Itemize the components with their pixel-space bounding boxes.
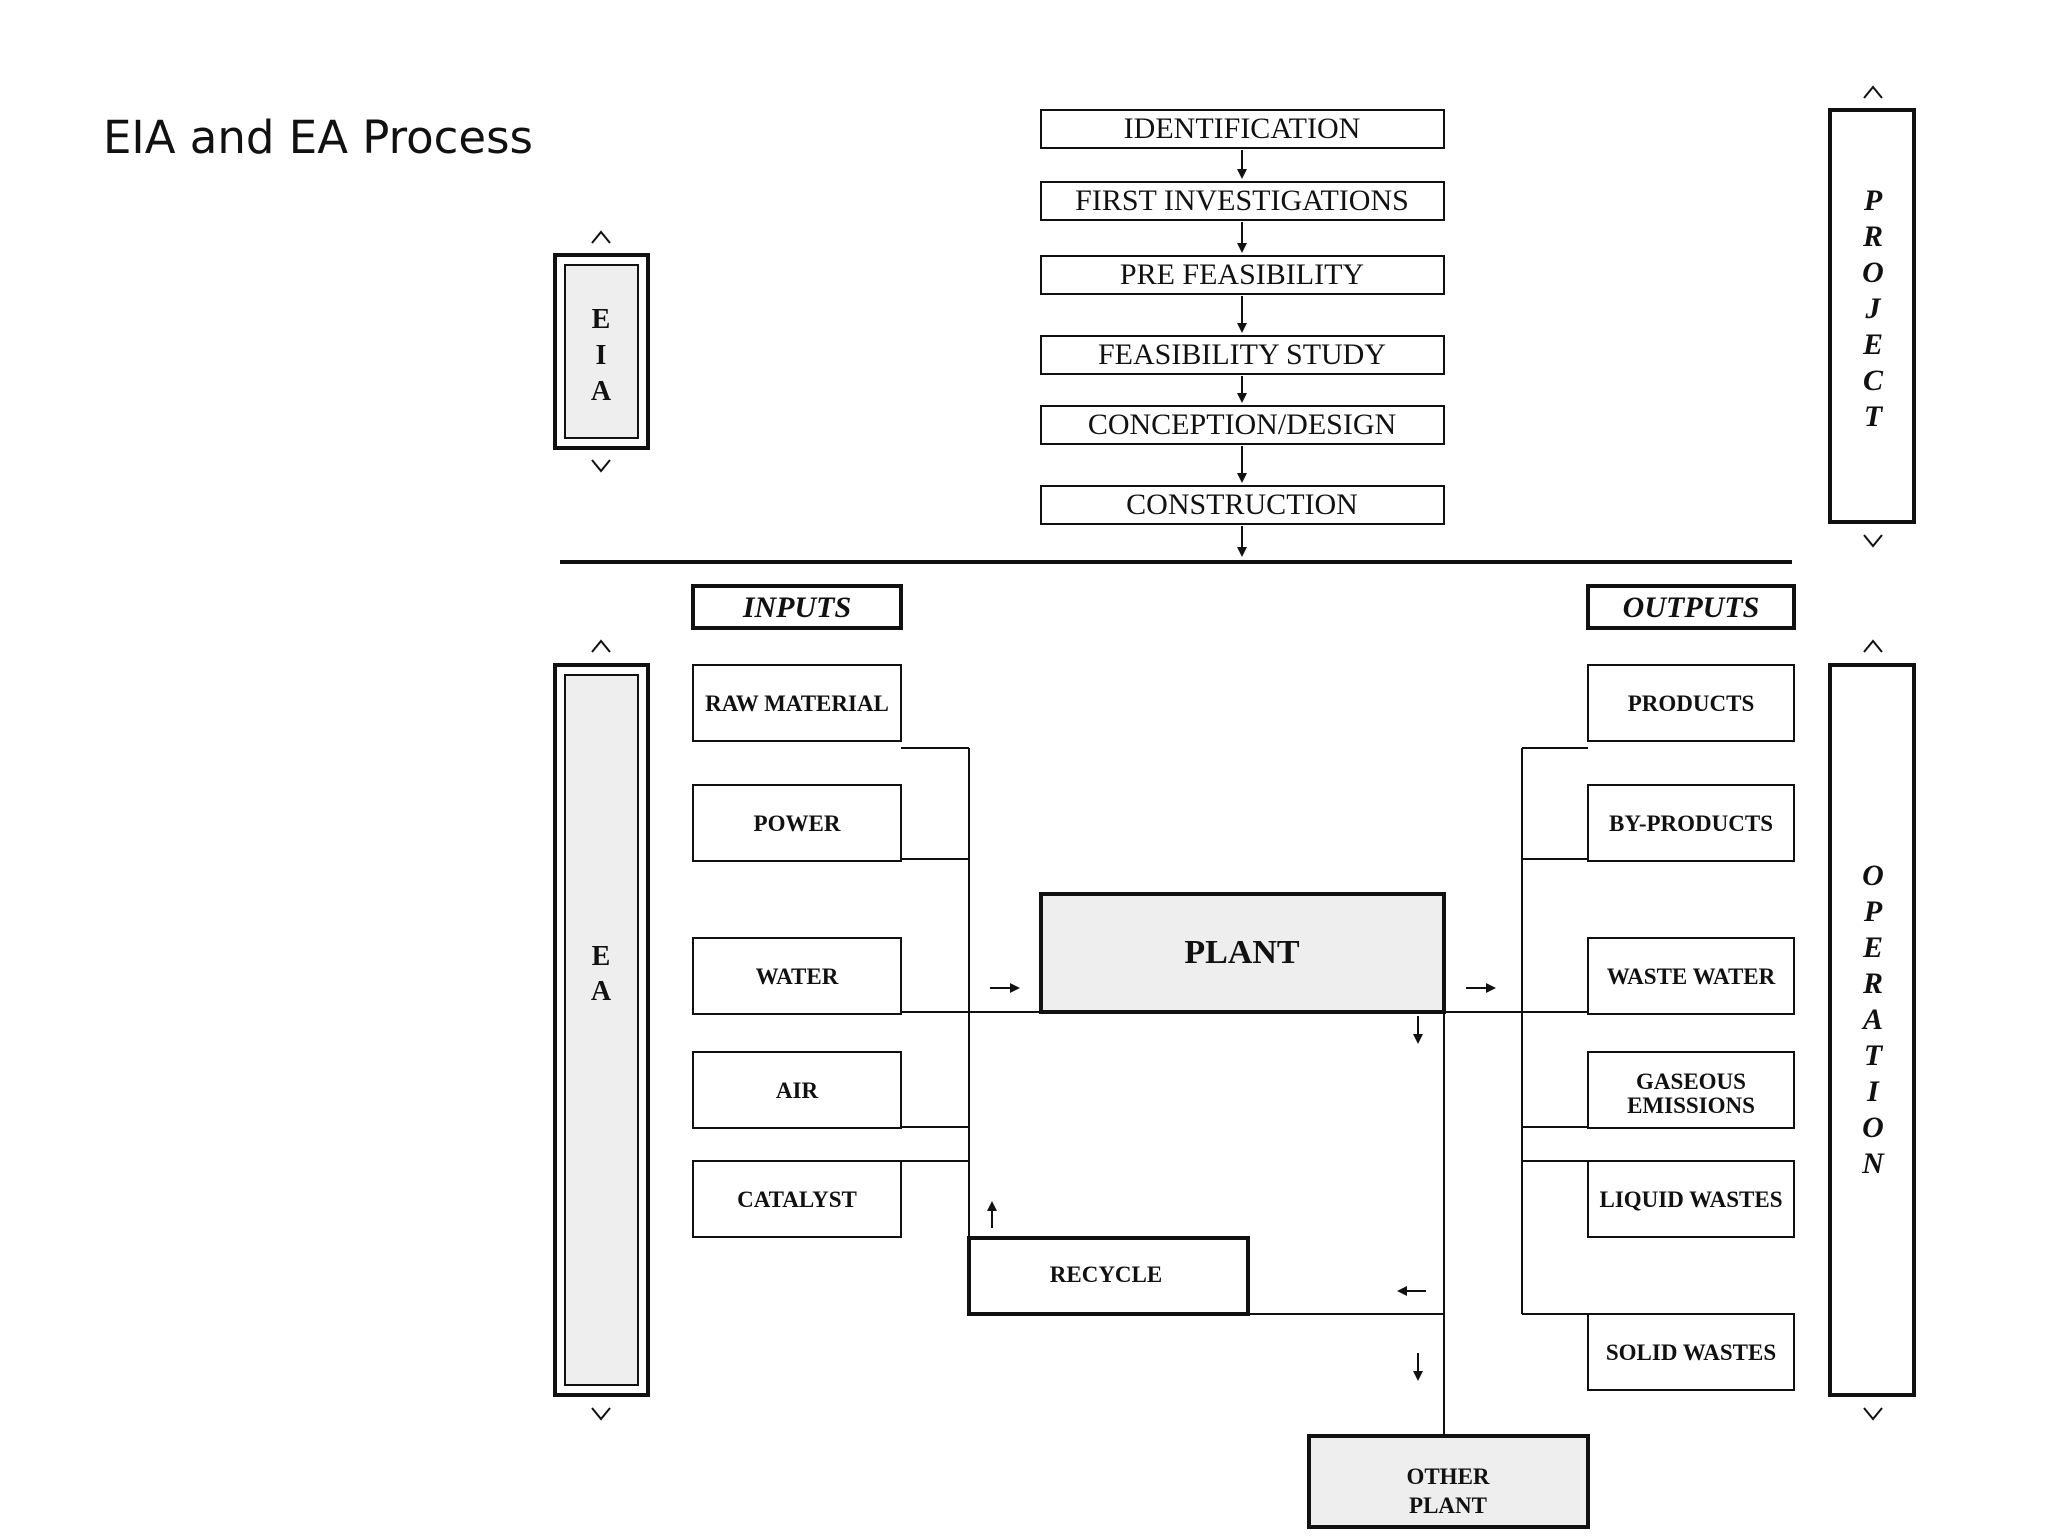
output-box	[1587, 1051, 1795, 1129]
input-box	[692, 664, 902, 742]
vertical-letter: T	[1864, 400, 1884, 433]
recycle-box: RECYCLE	[967, 1236, 1250, 1316]
project-stages: IDENTIFICATION FIRST INVESTIGATIONS PRE FE…	[1040, 109, 1445, 557]
other-plant-label-line1: OTHER	[1406, 1464, 1489, 1489]
output-box	[1587, 1160, 1795, 1238]
caret-down-icon	[591, 459, 611, 473]
input-boxes: RAW MATERIAL POWER WATER AIR CATALYST	[692, 664, 902, 1238]
input-label: AIR	[776, 1078, 819, 1103]
flow-arrows	[987, 983, 1496, 1381]
output-label: SOLID WASTES	[1606, 1340, 1776, 1365]
vertical-letter: J	[1865, 292, 1882, 325]
output-box	[1587, 784, 1795, 862]
caret-up-icon	[1863, 639, 1883, 653]
output-boxes: PRODUCTS BY-PRODUCTS WASTE WATER GASEOUSEMI…	[1587, 664, 1795, 1391]
stage-box	[1040, 255, 1445, 295]
outputs-header-label: OUTPUTS	[1623, 591, 1760, 624]
output-label: LIQUID WASTES	[1599, 1187, 1782, 1212]
vertical-letter: P	[1863, 184, 1883, 217]
outputs-header: OUTPUTS	[1586, 584, 1796, 630]
stage-label: CONCEPTION/DESIGN	[1088, 408, 1396, 441]
vertical-letter: O	[1862, 256, 1884, 289]
caret-down-icon	[1863, 1407, 1883, 1421]
recycle-label: RECYCLE	[1050, 1262, 1162, 1287]
eia-side-bar: EIA	[553, 230, 650, 473]
caret-up-icon	[1863, 85, 1883, 99]
plant-label: PLANT	[1184, 934, 1300, 971]
caret-down-icon	[1863, 534, 1883, 548]
vertical-letter: A	[591, 976, 612, 1007]
stage-label: CONSTRUCTION	[1126, 488, 1358, 521]
caret-down-icon	[591, 1407, 611, 1421]
connector-lines	[901, 747, 1588, 1436]
vertical-letter: R	[1862, 220, 1883, 253]
vertical-letter: C	[1863, 364, 1884, 397]
stage-label: PRE FEASIBILITY	[1120, 258, 1364, 291]
vertical-letter: T	[1864, 1039, 1884, 1072]
plant-box: PLANT	[1039, 892, 1446, 1014]
output-label: GASEOUS	[1636, 1069, 1746, 1094]
input-box	[692, 784, 902, 862]
output-label: WASTE WATER	[1607, 964, 1776, 989]
caret-up-icon	[591, 639, 611, 653]
stage-label: IDENTIFICATION	[1124, 112, 1361, 145]
output-box	[1587, 937, 1795, 1015]
other-plant-box: OTHER PLANT	[1307, 1434, 1590, 1529]
page-title: EIA and EA Process	[103, 111, 533, 164]
vertical-letter: E	[592, 941, 611, 972]
input-label: CATALYST	[737, 1187, 857, 1212]
stage-box	[1040, 485, 1445, 525]
vertical-letter: N	[1861, 1147, 1885, 1180]
stage-label: FIRST INVESTIGATIONS	[1075, 184, 1409, 217]
vertical-letter: R	[1862, 967, 1883, 1000]
output-label: EMISSIONS	[1627, 1093, 1755, 1118]
input-label: RAW MATERIAL	[705, 691, 889, 716]
vertical-letter: O	[1862, 1111, 1884, 1144]
caret-up-icon	[591, 230, 611, 244]
stage-box	[1040, 405, 1445, 445]
input-box	[692, 1160, 902, 1238]
vertical-letter: A	[591, 376, 612, 407]
stage-label: FEASIBILITY STUDY	[1098, 338, 1386, 371]
input-label: POWER	[754, 811, 841, 836]
output-label: PRODUCTS	[1628, 691, 1755, 716]
vertical-letter: E	[1862, 328, 1883, 361]
input-box	[692, 1051, 902, 1129]
vertical-letter: I	[1866, 1075, 1880, 1108]
output-box	[1587, 664, 1795, 742]
output-box	[1587, 1313, 1795, 1391]
input-label: WATER	[756, 964, 839, 989]
stage-box	[1040, 335, 1445, 375]
stage-box	[1040, 109, 1445, 149]
stage-box	[1040, 181, 1445, 221]
vertical-letter: E	[592, 304, 611, 335]
output-label: BY-PRODUCTS	[1609, 811, 1773, 836]
input-box	[692, 937, 902, 1015]
inputs-header: INPUTS	[691, 584, 903, 630]
inputs-header-label: INPUTS	[742, 591, 851, 624]
vertical-letter: P	[1863, 895, 1883, 928]
other-plant-label-line2: PLANT	[1409, 1493, 1487, 1518]
vertical-letter: I	[596, 340, 607, 371]
ea-side-bar: EA	[553, 639, 650, 1421]
vertical-letter: E	[1862, 931, 1883, 964]
vertical-letter: O	[1862, 859, 1884, 892]
vertical-letter: A	[1861, 1003, 1883, 1036]
